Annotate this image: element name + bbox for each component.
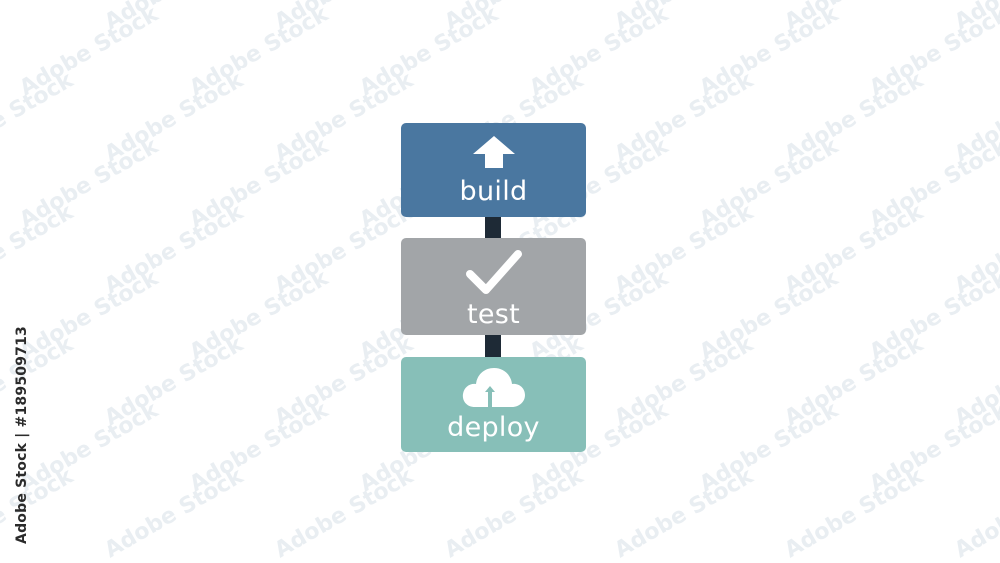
- stock-id-text: Adobe Stock | #189509713: [14, 326, 30, 544]
- watermark-text: Adobe Stock: [951, 67, 1000, 167]
- watermark-text: Adobe Stock: [951, 199, 1000, 299]
- watermark-text: Adobe Stock: [696, 133, 844, 233]
- watermark-text: Adobe Stock: [271, 331, 419, 431]
- connector-test-deploy: [485, 334, 501, 358]
- watermark-text: Adobe Stock: [16, 1, 164, 101]
- watermark-text: Adobe Stock: [271, 67, 419, 167]
- watermark-text: Adobe Stock: [441, 0, 589, 35]
- watermark-text: Adobe Stock: [866, 397, 1000, 497]
- watermark-text: Adobe Stock: [696, 1, 844, 101]
- watermark-text: Adobe Stock: [781, 331, 929, 431]
- watermark-text: Adobe Stock: [186, 265, 334, 365]
- watermark-text: Adobe Stock: [271, 463, 419, 563]
- watermark-text: Adobe Stock: [696, 397, 844, 497]
- watermark-text: Adobe Stock: [611, 67, 759, 167]
- watermark-text: Adobe Stock: [526, 1, 674, 101]
- checkmark-icon: [401, 248, 586, 296]
- watermark-text: Adobe Stock: [101, 0, 249, 35]
- watermark-text: Adobe Stock: [101, 67, 249, 167]
- watermark-text: Adobe Stock: [0, 199, 79, 299]
- watermark-text: Adobe Stock: [951, 0, 1000, 35]
- watermark-text: Adobe Stock: [0, 0, 79, 35]
- watermark-text: Adobe Stock: [16, 265, 164, 365]
- watermark-text: Adobe Stock: [951, 463, 1000, 563]
- watermark-text: Adobe Stock: [186, 133, 334, 233]
- watermark-text: Adobe Stock: [611, 199, 759, 299]
- stage-test-label: test: [466, 299, 521, 330]
- stage-test-box: test: [401, 238, 586, 335]
- watermark-text: Adobe Stock: [781, 463, 929, 563]
- watermark-text: Adobe Stock: [696, 265, 844, 365]
- watermark-text: Adobe Stock: [271, 0, 419, 35]
- watermark-text: Adobe Stock: [101, 331, 249, 431]
- watermark-text: Adobe Stock: [0, 67, 79, 167]
- watermark-text: Adobe Stock: [781, 199, 929, 299]
- watermark-text: Adobe Stock: [781, 67, 929, 167]
- watermark-text: Adobe Stock: [271, 199, 419, 299]
- stage-build-label: build: [459, 176, 528, 207]
- connector-build-test: [485, 215, 501, 239]
- stage-build-box: build: [401, 123, 586, 217]
- watermark-text: Adobe Stock: [101, 463, 249, 563]
- cloud-upload-icon: [401, 365, 586, 409]
- stage-deploy-box: deploy: [401, 357, 586, 452]
- watermark-text: Adobe Stock: [866, 1, 1000, 101]
- watermark-text: Adobe Stock: [611, 331, 759, 431]
- watermark-text: Adobe Stock: [16, 133, 164, 233]
- watermark-text: Adobe Stock: [441, 463, 589, 563]
- arrow-up-icon: [401, 135, 586, 169]
- watermark-text: Adobe Stock: [186, 1, 334, 101]
- watermark-text: Adobe Stock: [16, 397, 164, 497]
- stage-deploy-label: deploy: [447, 412, 540, 443]
- watermark-text: Adobe Stock: [611, 463, 759, 563]
- watermark-text: Adobe Stock: [866, 133, 1000, 233]
- watermark-text: Adobe Stock: [356, 1, 504, 101]
- watermark-text: Adobe Stock: [951, 331, 1000, 431]
- watermark-text: Adobe Stock: [611, 0, 759, 35]
- watermark-text: Adobe Stock: [186, 397, 334, 497]
- stock-id-label: Adobe Stock | #189509713: [10, 320, 34, 550]
- watermark-text: Adobe Stock: [866, 265, 1000, 365]
- watermark-text: Adobe Stock: [781, 0, 929, 35]
- watermark-text: Adobe Stock: [101, 199, 249, 299]
